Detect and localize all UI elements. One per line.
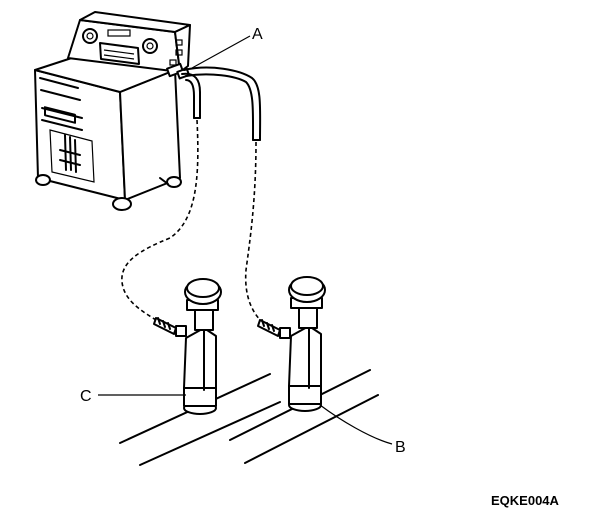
callout-a: A	[191, 26, 263, 69]
test-cart	[34, 11, 191, 211]
callout-b-label: B	[395, 439, 406, 456]
floor-rails	[119, 369, 379, 466]
callout-c-label: C	[80, 388, 92, 405]
hose-to-jack-b	[183, 66, 263, 323]
jack-b	[257, 276, 326, 412]
callout-a-label: A	[252, 26, 263, 43]
figure-code: EQKE004A	[491, 493, 560, 508]
callout-c: C	[80, 388, 186, 405]
hose-to-jack-c	[121, 72, 201, 321]
jack-c	[153, 278, 222, 415]
callout-b: B	[319, 404, 406, 456]
